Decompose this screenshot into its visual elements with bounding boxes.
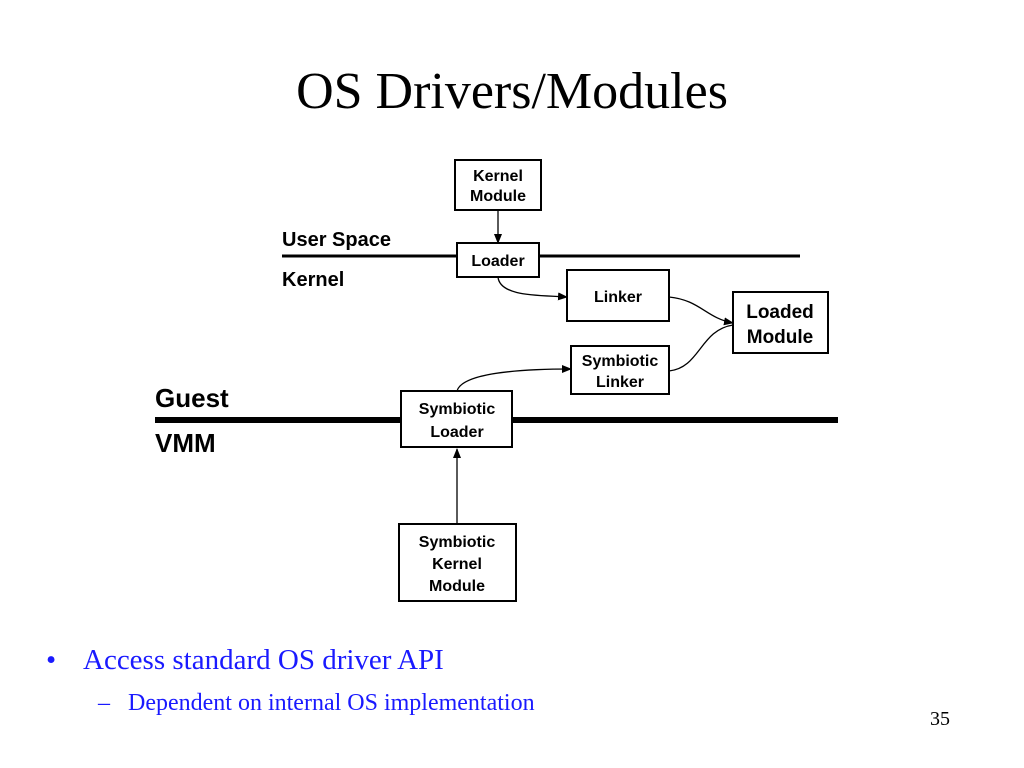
kernel-module-box: Kernel Module — [454, 159, 542, 211]
region-label-user-space: User Space — [282, 229, 391, 251]
symbiotic-linker-line-2: Linker — [596, 374, 644, 391]
region-label-vmm: VMM — [155, 428, 216, 458]
loaded-module-line-2: Module — [747, 327, 814, 348]
symbiotic-loader-line-1: Symbiotic — [419, 401, 496, 418]
symbiotic-loader-box: Symbiotic Loader — [400, 390, 513, 448]
bullet-text: Access standard OS driver API — [83, 644, 444, 676]
loaded-module-box: Loaded Module — [732, 291, 829, 354]
sub-bullet-text: Dependent on internal OS implementation — [128, 690, 535, 716]
loaded-module-line-1: Loaded — [746, 302, 814, 323]
kernel-module-line-1: Kernel — [473, 168, 523, 185]
connector-symbiotic-linker-to-loaded-module — [668, 324, 734, 372]
connector-symbiotic-loader-to-symbiotic-linker — [456, 365, 572, 392]
symbiotic-kernel-module-line-3: Module — [429, 578, 485, 595]
bullet-marker: • — [46, 644, 57, 676]
symbiotic-linker-line-1: Symbiotic — [582, 353, 659, 370]
symbiotic-linker-box: Symbiotic Linker — [570, 345, 670, 395]
kernel-module-line-2: Module — [470, 188, 526, 205]
connector-linker-to-loaded-module — [668, 296, 734, 326]
symbiotic-kernel-module-line-1: Symbiotic — [419, 534, 496, 551]
loader-label: Loader — [471, 253, 524, 270]
slide-title: OS Drivers/Modules — [296, 63, 728, 120]
loader-box: Loader — [456, 242, 540, 278]
linker-label: Linker — [594, 289, 642, 306]
page-number: 35 — [930, 708, 950, 730]
region-label-guest: Guest — [155, 383, 229, 413]
symbiotic-kernel-module-box: Symbiotic Kernel Module — [398, 523, 517, 602]
sub-bullet-marker: – — [98, 690, 110, 716]
linker-box: Linker — [566, 269, 670, 322]
symbiotic-kernel-module-line-2: Kernel — [432, 556, 482, 573]
connector-loader-to-linker — [497, 276, 568, 301]
symbiotic-loader-line-2: Loader — [430, 424, 483, 441]
region-label-kernel: Kernel — [282, 269, 344, 291]
